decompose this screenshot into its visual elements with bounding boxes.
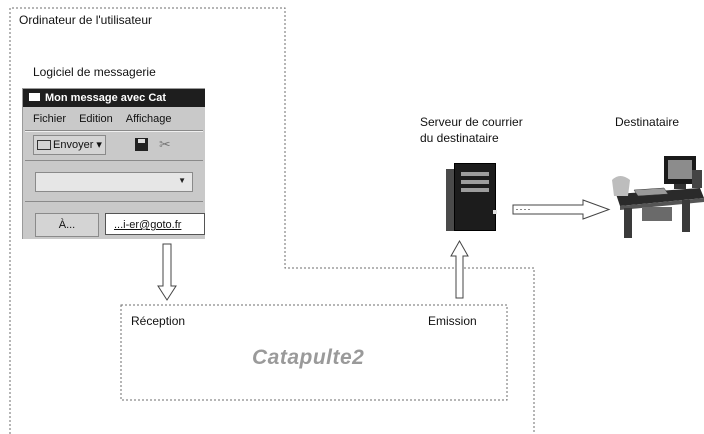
window-titlebar: Mon message avec Cat	[23, 89, 205, 107]
window-title: Mon message avec Cat	[45, 92, 167, 104]
emission-label: Emission	[428, 314, 477, 328]
catapulte-box	[120, 304, 508, 401]
chevron-down-icon: ▼	[178, 176, 186, 185]
to-field[interactable]: ...i-er@goto.fr	[105, 213, 205, 235]
user-computer-label: Ordinateur de l'utilisateur	[19, 13, 153, 27]
toolbar: Envoyer ▾ ✂	[23, 132, 205, 156]
send-label: Envoyer	[53, 139, 94, 151]
menu-bar: Fichier Edition Affichage	[23, 110, 205, 128]
reception-arrow	[157, 243, 177, 301]
server-label-line1: Serveur de courrier	[420, 115, 523, 129]
recipient-label: Destinataire	[615, 115, 680, 129]
from-combo[interactable]: ▼	[35, 172, 193, 192]
server-label-line2: du destinataire	[420, 131, 499, 145]
menu-separator	[25, 130, 203, 131]
toolbar-separator	[25, 160, 203, 161]
mail-client-window: Mon message avec Cat Fichier Edition Aff…	[22, 88, 205, 239]
menu-separator-highlight	[25, 131, 203, 132]
mail-software-label: Logiciel de messagerie	[33, 65, 156, 79]
send-icon	[37, 140, 51, 151]
delivery-arrow	[512, 199, 611, 220]
to-button[interactable]: À...	[35, 213, 99, 237]
menu-file[interactable]: Fichier	[33, 113, 67, 125]
save-icon[interactable]	[135, 138, 148, 151]
menu-view[interactable]: Affichage	[125, 113, 172, 125]
header-separator	[25, 201, 203, 202]
send-button[interactable]: Envoyer ▾	[33, 135, 106, 155]
envelope-icon	[29, 93, 40, 102]
catapulte-logo: Catapulte2	[252, 346, 365, 369]
workstation-icon	[612, 156, 704, 238]
reception-label: Réception	[131, 314, 186, 328]
menu-edit[interactable]: Edition	[79, 113, 113, 125]
server-icon	[444, 163, 502, 233]
cut-icon[interactable]: ✂	[159, 136, 171, 152]
emission-arrow	[450, 239, 469, 299]
to-value: ...i-er@goto.fr	[114, 219, 182, 231]
user-computer-boundary	[9, 7, 535, 434]
